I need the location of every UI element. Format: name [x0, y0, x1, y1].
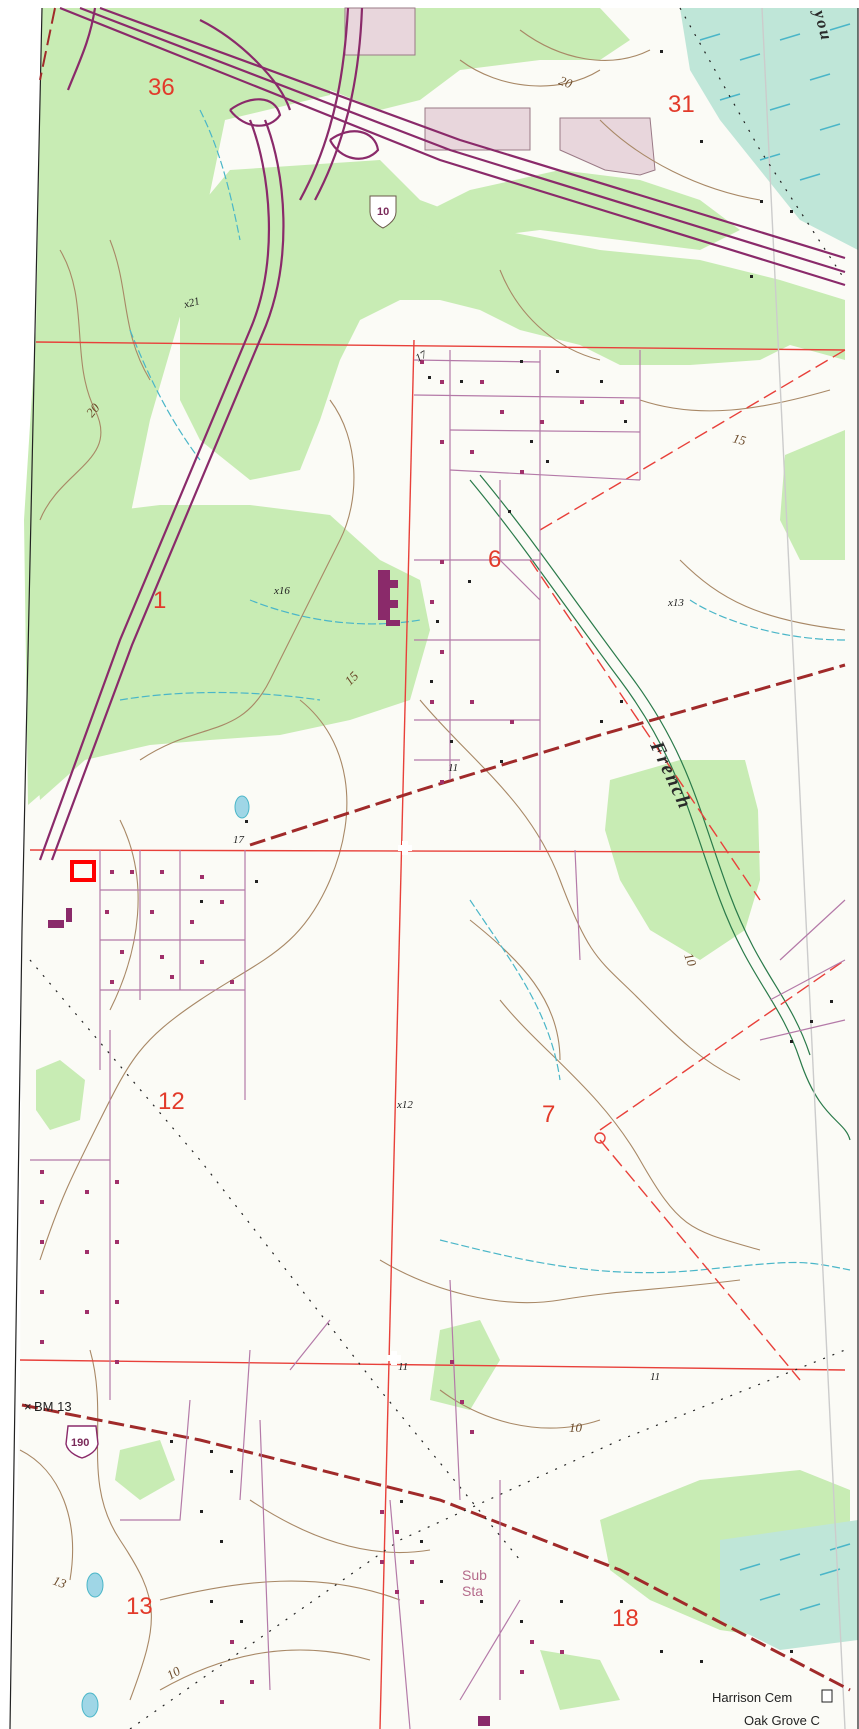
spot-elevation: 11: [650, 1371, 660, 1383]
cemetery-label: Harrison Cem: [712, 1690, 792, 1705]
interstate-10: [38, 6, 846, 861]
contour-lines: [19, 29, 846, 1701]
interstate-number: 10: [377, 206, 389, 218]
spot-elevation: 11: [448, 762, 458, 774]
cemetery-label-secondary: Oak Grove C: [744, 1713, 820, 1728]
map-border: [9, 7, 859, 1729]
benchmark-label: BM 13: [34, 1399, 72, 1414]
section-lines: [19, 7, 846, 1729]
interstate-shield: 10: [369, 195, 397, 229]
contour-label: 15: [731, 430, 748, 448]
streams: [119, 109, 851, 1274]
section-number-12: 12: [158, 1088, 185, 1115]
section-number-18: 18: [612, 1605, 639, 1632]
contour-label: 20: [557, 73, 575, 92]
spot-elevation: x13: [667, 597, 684, 609]
section-number-1: 1: [153, 587, 166, 614]
location-marker[interactable]: [70, 860, 96, 882]
contour-label: 10: [569, 1420, 583, 1435]
section-number-6: 6: [488, 546, 501, 573]
benchmark-x: ×: [24, 1399, 32, 1414]
us-highway-190: [21, 7, 851, 1692]
spot-elevation: 11: [398, 1361, 408, 1373]
section-corner-crosses: [387, 841, 412, 1365]
survey-point: [594, 1132, 606, 1144]
us-route-number: 190: [71, 1437, 89, 1449]
french-creek: [469, 474, 851, 1141]
contour-label: 13: [51, 1573, 69, 1592]
cemetery-icon: [821, 1689, 833, 1703]
buildings-black: [170, 50, 833, 1663]
substation-label: Sub: [462, 1567, 487, 1583]
contour-label: 10: [681, 951, 700, 969]
spot-elevation: x21: [182, 295, 201, 311]
substation-label: Sta: [462, 1583, 483, 1599]
section-number-31: 31: [668, 91, 695, 118]
section-number-36: 36: [148, 74, 175, 101]
spot-elevation: x16: [273, 585, 290, 597]
marsh-areas: [680, 8, 858, 1650]
railroads: [29, 7, 846, 1729]
spot-elevation: 17: [233, 834, 245, 846]
buildings-maroon: [40, 360, 624, 1704]
local-roads: [30, 350, 846, 1729]
spot-elevation: x12: [396, 1099, 413, 1111]
us-route-shield: 190: [65, 1425, 99, 1459]
section-number-7: 7: [542, 1101, 555, 1128]
section-number-13: 13: [126, 1593, 153, 1620]
ponds: [81, 795, 250, 1718]
school-building: [48, 570, 490, 1726]
woodland-areas: [24, 8, 850, 1710]
